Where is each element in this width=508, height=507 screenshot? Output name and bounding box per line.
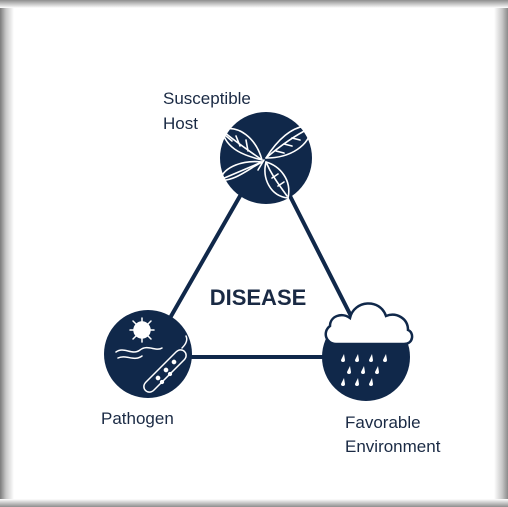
pathogen-node: Pathogen	[101, 310, 192, 428]
rain-cloud-icon	[324, 302, 414, 386]
frame-bottom-edge	[0, 499, 508, 507]
pathogen-icon	[115, 317, 188, 393]
host-label-line1: Susceptible	[163, 89, 251, 108]
edge-host-environment	[288, 194, 354, 320]
center-label: DISEASE	[210, 285, 307, 310]
diagram-card	[14, 12, 494, 496]
pathogen-label: Pathogen	[101, 409, 174, 428]
host-label-line2: Host	[163, 114, 198, 133]
edge-host-pathogen	[168, 194, 242, 320]
environment-node: Favorable Environment	[322, 302, 441, 456]
triangle-edges	[168, 194, 354, 359]
leaf-icon	[219, 125, 313, 199]
environment-label-line2: Environment	[345, 437, 441, 456]
frame-top-edge	[0, 0, 508, 8]
host-node: Susceptible Host	[163, 89, 313, 204]
environment-label-line1: Favorable	[345, 413, 421, 432]
